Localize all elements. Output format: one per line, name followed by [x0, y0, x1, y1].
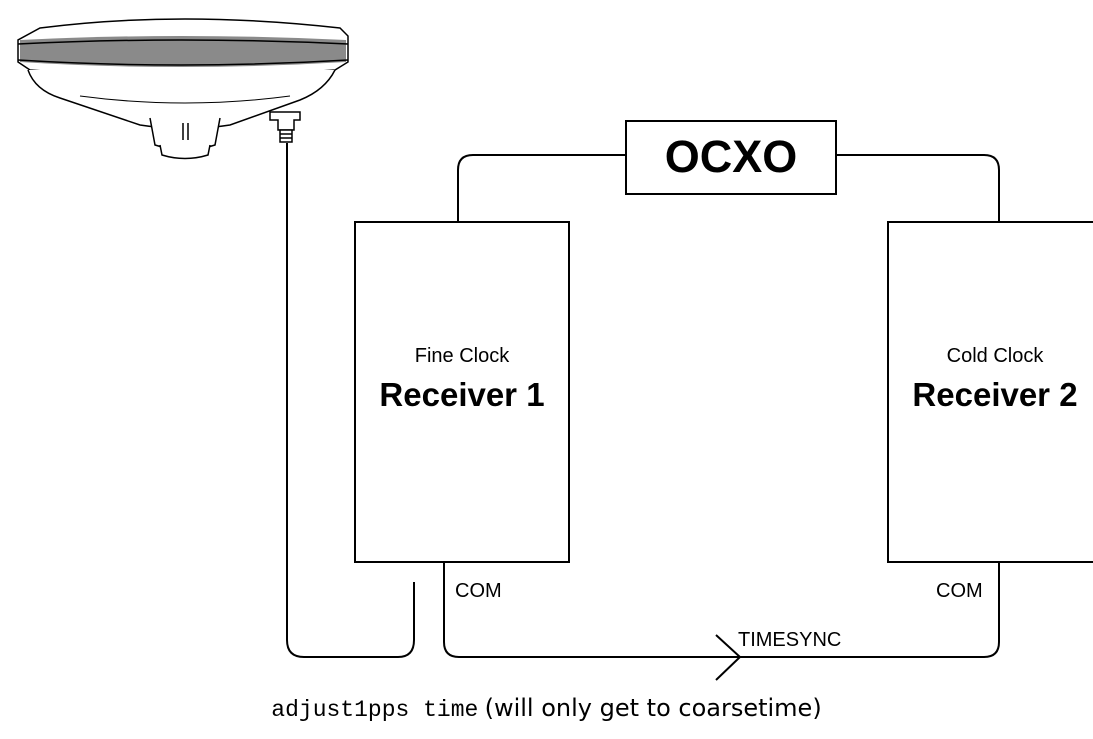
ocxo-line-right [836, 154, 1000, 222]
gnss-antenna-icon [17, 18, 349, 160]
caption-note: (will only get to coarsetime) [484, 694, 822, 722]
ocxo-box [625, 120, 837, 195]
antenna-cable [286, 143, 415, 658]
receiver-2-com-label: COM [936, 580, 983, 602]
ocxo-line-left [457, 154, 626, 222]
receiver-2-box [887, 221, 1093, 563]
timesync-label: TIMESYNC [738, 629, 841, 651]
ocxo-label: OCXO [665, 131, 798, 182]
receiver-1-com-label: COM [455, 580, 502, 602]
receiver-2-subtitle: Cold Clock [947, 345, 1045, 367]
receiver-1-subtitle: Fine Clock [415, 345, 510, 367]
receiver-1-title: Receiver 1 [379, 376, 544, 413]
receiver-2-title: Receiver 2 [912, 376, 1077, 413]
caption-command: adjust1pps time [271, 697, 479, 723]
caption: adjust1pps time (will only get to coarse… [0, 694, 1093, 723]
timesync-line [443, 562, 1000, 658]
timesync-arrow-icon [715, 634, 742, 681]
receiver-1-box [354, 221, 570, 563]
